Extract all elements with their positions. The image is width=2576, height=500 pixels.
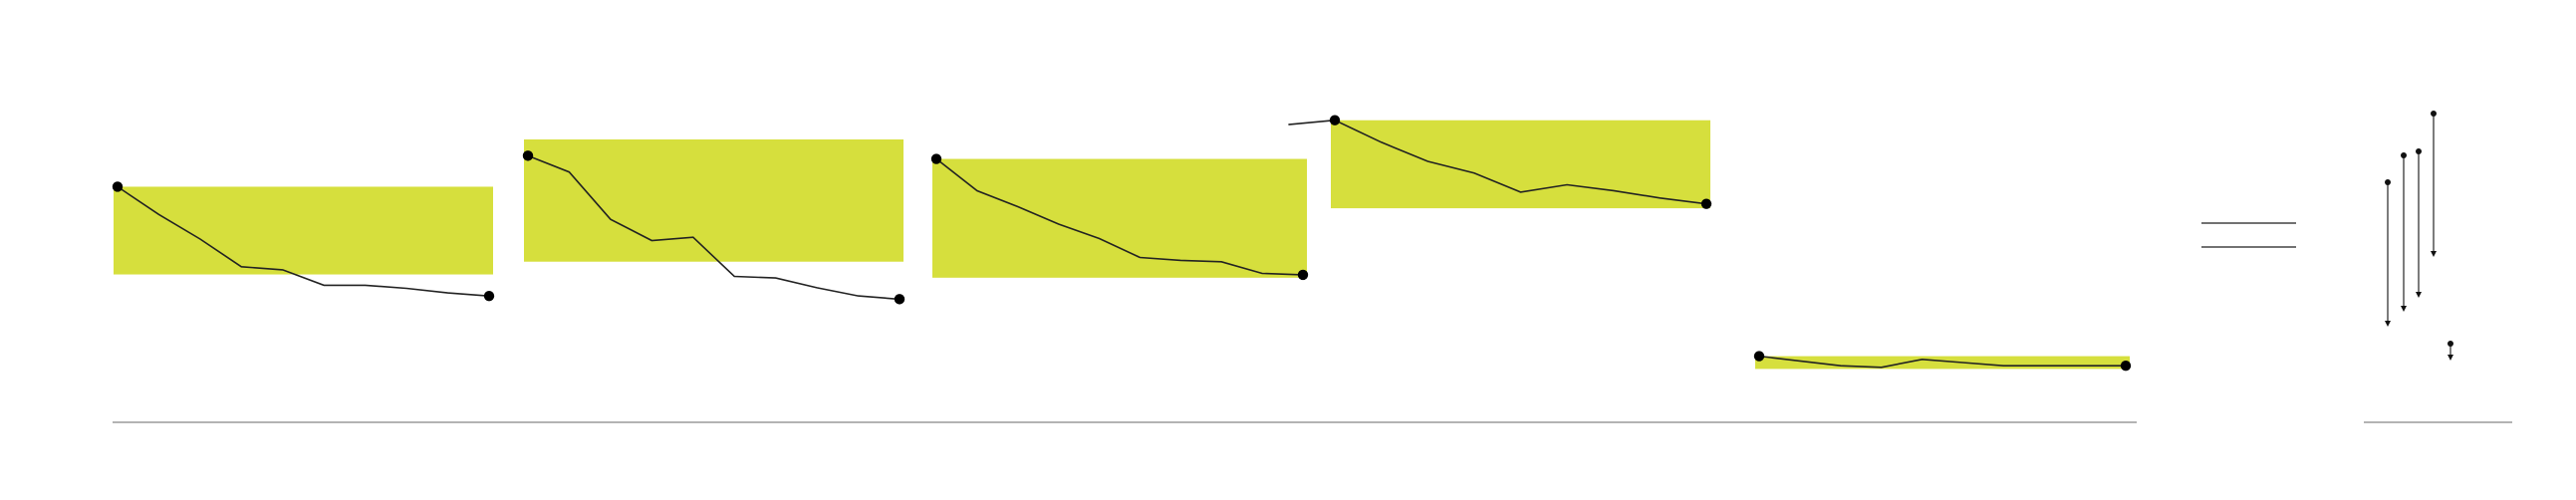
- panel-5-end-point: [2120, 361, 2132, 372]
- panel-4-series-line: [1288, 119, 1707, 205]
- legend-arrow-4: [2431, 111, 2437, 257]
- panel-1-range-band: [114, 186, 493, 275]
- panel-3-range-band: [932, 158, 1307, 278]
- panel-5-start-point: [1753, 351, 1765, 362]
- legend-double-rule: [2201, 222, 2296, 248]
- legend-arrow-5: [2447, 341, 2453, 361]
- sparkline-panels: [112, 115, 2132, 372]
- panel-1-end-point: [483, 290, 495, 302]
- panel-3-start-point: [930, 153, 942, 164]
- panel-2-range-band: [524, 139, 903, 262]
- panel-2-end-point: [894, 294, 905, 305]
- panel-1-start-point: [112, 181, 124, 192]
- panel-1: [112, 181, 495, 302]
- panel-2-series-line: [527, 154, 901, 301]
- panel-3: [930, 153, 1309, 281]
- legend-arrow-1: [2385, 179, 2391, 327]
- legend-arrow-3: [2416, 148, 2422, 298]
- panel-2: [522, 139, 905, 305]
- panel-5: [1753, 351, 2132, 372]
- panel-3-end-point: [1297, 269, 1309, 281]
- legend-arrow-2: [2401, 152, 2407, 312]
- panel-4-end-point: [1700, 198, 1712, 209]
- panel-1-series-line: [117, 185, 490, 297]
- panel-4: [1288, 115, 1712, 209]
- panel-2-start-point: [522, 150, 534, 161]
- panel-5-series-line: [1758, 355, 2126, 369]
- panel-4-range-band: [1331, 120, 1710, 209]
- panel-3-series-line: [935, 157, 1304, 276]
- panel-4-start-point: [1329, 115, 1341, 125]
- legend-arrow-glyphs: [2385, 111, 2453, 361]
